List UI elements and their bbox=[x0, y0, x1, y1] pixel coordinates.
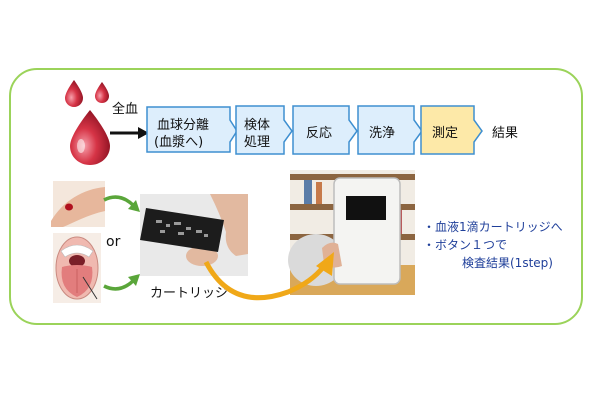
input-arrow bbox=[110, 127, 149, 139]
step-separation-shape bbox=[146, 106, 238, 153]
insert-arrow-head bbox=[316, 252, 334, 276]
note-line-3: 検査結果(1step) bbox=[462, 256, 553, 270]
note-line-1: ・血液1滴カートリッジへ bbox=[423, 220, 563, 234]
step-sample-label-1: 検体 bbox=[244, 118, 271, 133]
finger-photo bbox=[51, 181, 105, 227]
result-label: 結果 bbox=[492, 126, 519, 141]
step-reaction-label: 反応 bbox=[306, 126, 333, 141]
insert-arrow-path bbox=[203, 260, 326, 301]
step-sample-shape bbox=[235, 105, 293, 155]
step-wash-label: 洗浄 bbox=[369, 126, 396, 141]
green-arrow-top bbox=[103, 195, 136, 208]
step-separation-label-1: 血球分離 bbox=[157, 118, 210, 133]
cartridge-photo bbox=[140, 194, 248, 276]
input-label: 全血 bbox=[112, 102, 139, 117]
step-sample-label-2: 処理 bbox=[244, 135, 271, 150]
cartridge-label: カートリッジ bbox=[150, 286, 229, 301]
step-measure-label: 測定 bbox=[432, 126, 459, 141]
step-separation-label-2: (血漿へ) bbox=[154, 135, 204, 150]
device-photo bbox=[288, 170, 415, 295]
green-arrow-bottom-head bbox=[128, 274, 140, 286]
step-wash-shape bbox=[357, 105, 423, 155]
green-arrow-bottom bbox=[103, 278, 136, 291]
step-reaction-shape bbox=[292, 105, 358, 155]
mouth-photo bbox=[53, 233, 101, 303]
green-arrow-top-head bbox=[128, 200, 140, 212]
or-label: or bbox=[106, 234, 121, 250]
step-measure-shape bbox=[420, 105, 483, 155]
green-arrows bbox=[103, 195, 140, 291]
note-line-2: ・ボタン１つで bbox=[423, 238, 508, 252]
blood-drops-icon bbox=[65, 80, 110, 165]
